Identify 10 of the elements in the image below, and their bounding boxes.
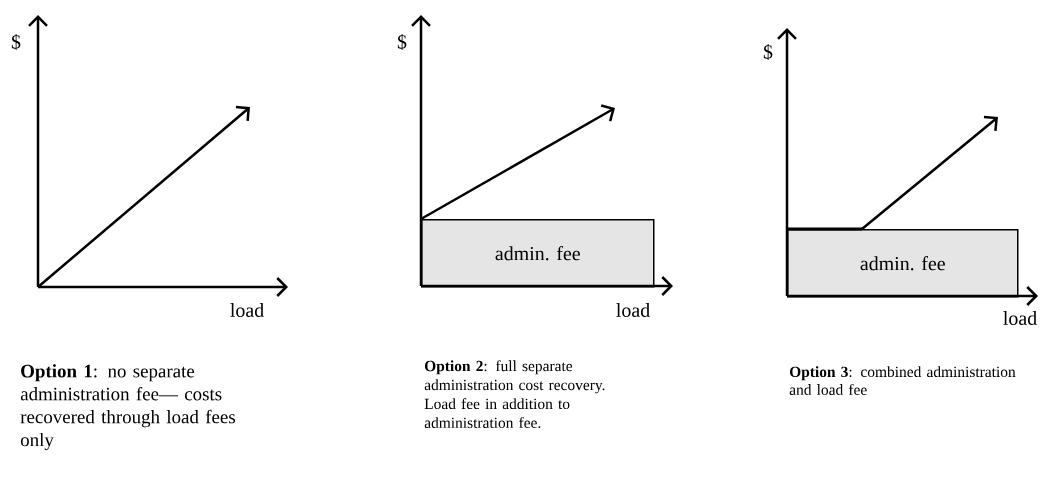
axis-label: $ [11,34,21,50]
axis-label: $ [763,44,773,60]
caption-text: Option 2: full separate administration cost recovery. Load fee in addition to administration fee. [424,360,605,429]
axis-label: $ [397,34,407,50]
caption-text: Option 1: no separate administration fee— costs recovered through load fees only [20,364,235,451]
fee-box: admin. fee [787,229,1019,298]
fee-box: admin. fee [421,219,655,288]
axis-label: load [1003,311,1037,325]
caption-text: Option 3: combined administration and load fee [789,366,1016,395]
axis-label: load [230,303,264,317]
